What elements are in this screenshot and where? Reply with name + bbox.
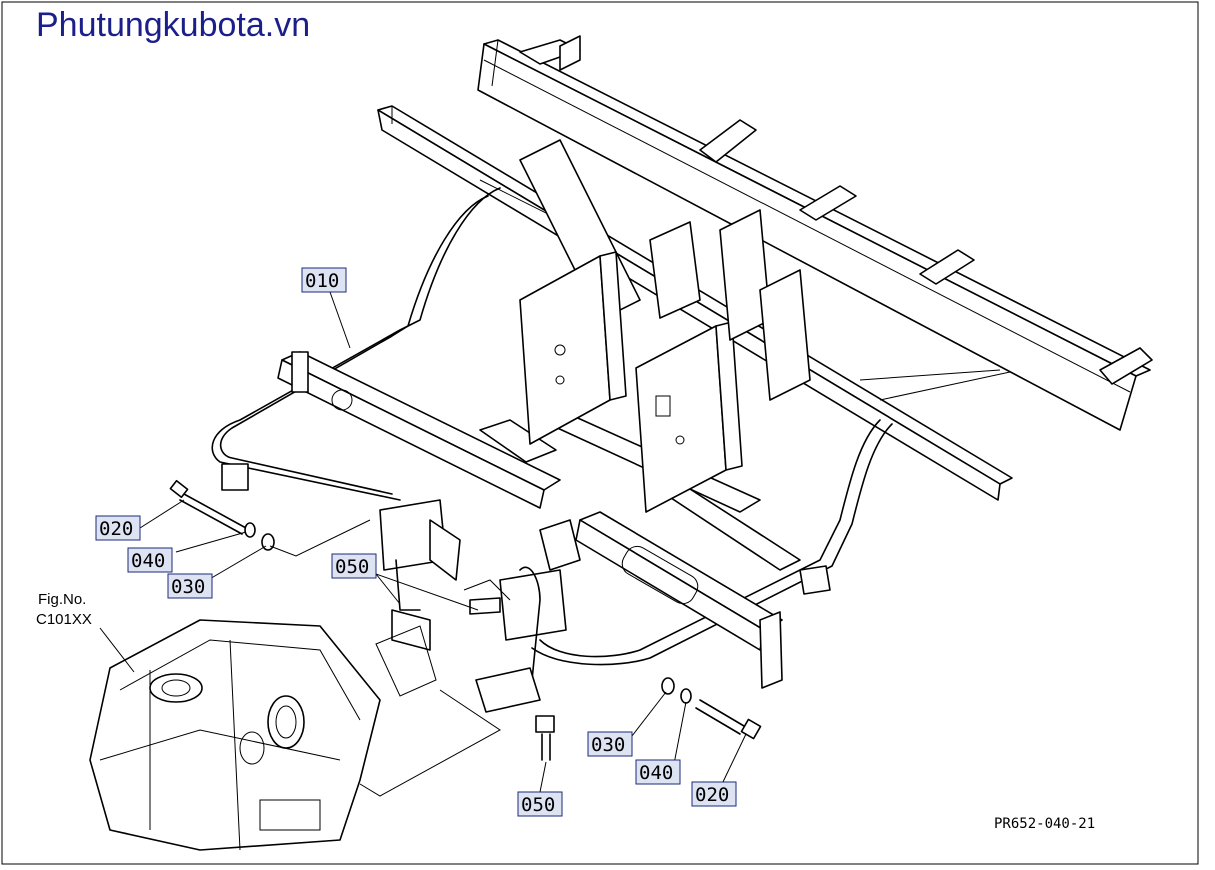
washer-040-left bbox=[244, 522, 256, 538]
washer-040-right bbox=[680, 688, 692, 704]
callout-010-text: 010 bbox=[305, 270, 339, 292]
callout-050-lower-text: 050 bbox=[521, 794, 555, 816]
callout-050-upper[interactable]: 050 bbox=[331, 553, 377, 579]
callout-030-right-text: 030 bbox=[591, 734, 625, 756]
callout-020-left-text: 020 bbox=[99, 518, 133, 540]
bolt-020-right bbox=[695, 699, 762, 740]
callout-040-right[interactable]: 040 bbox=[635, 759, 681, 785]
mount-bracket-left bbox=[379, 499, 501, 651]
drawing-code: PR652-040-21 bbox=[994, 816, 1095, 832]
figure-ref-title: Fig.No. bbox=[38, 591, 86, 608]
leader-lines bbox=[99, 291, 747, 797]
callout-010[interactable]: 010 bbox=[301, 267, 347, 293]
frame-010 bbox=[211, 187, 561, 509]
callout-030-left-text: 030 bbox=[171, 576, 205, 598]
bolt-020-left bbox=[169, 479, 247, 535]
callout-030-right[interactable]: 030 bbox=[587, 731, 633, 757]
frame-right-rail bbox=[531, 419, 893, 689]
callout-020-right-text: 020 bbox=[695, 784, 729, 806]
callout-030-left[interactable]: 030 bbox=[167, 573, 213, 599]
callout-050-upper-text: 050 bbox=[335, 556, 369, 578]
diagram-border bbox=[1, 1, 1199, 865]
seat-plates bbox=[519, 209, 811, 513]
callout-020-left[interactable]: 020 bbox=[95, 515, 141, 541]
callout-050-lower[interactable]: 050 bbox=[517, 791, 563, 817]
callout-040-left[interactable]: 040 bbox=[127, 547, 173, 573]
callout-040-left-text: 040 bbox=[131, 550, 165, 572]
transmission-housing bbox=[89, 619, 381, 851]
mount-bracket-right bbox=[475, 519, 581, 713]
figure-ref-code[interactable]: C101XX bbox=[36, 611, 92, 628]
washer-030-right bbox=[661, 677, 675, 695]
watermark: Phutungkubota.vn bbox=[36, 6, 310, 44]
bolt-050-lower bbox=[535, 715, 555, 761]
upper-beam bbox=[477, 35, 1153, 431]
callout-040-right-text: 040 bbox=[639, 762, 673, 784]
callout-020-right[interactable]: 020 bbox=[691, 781, 737, 807]
